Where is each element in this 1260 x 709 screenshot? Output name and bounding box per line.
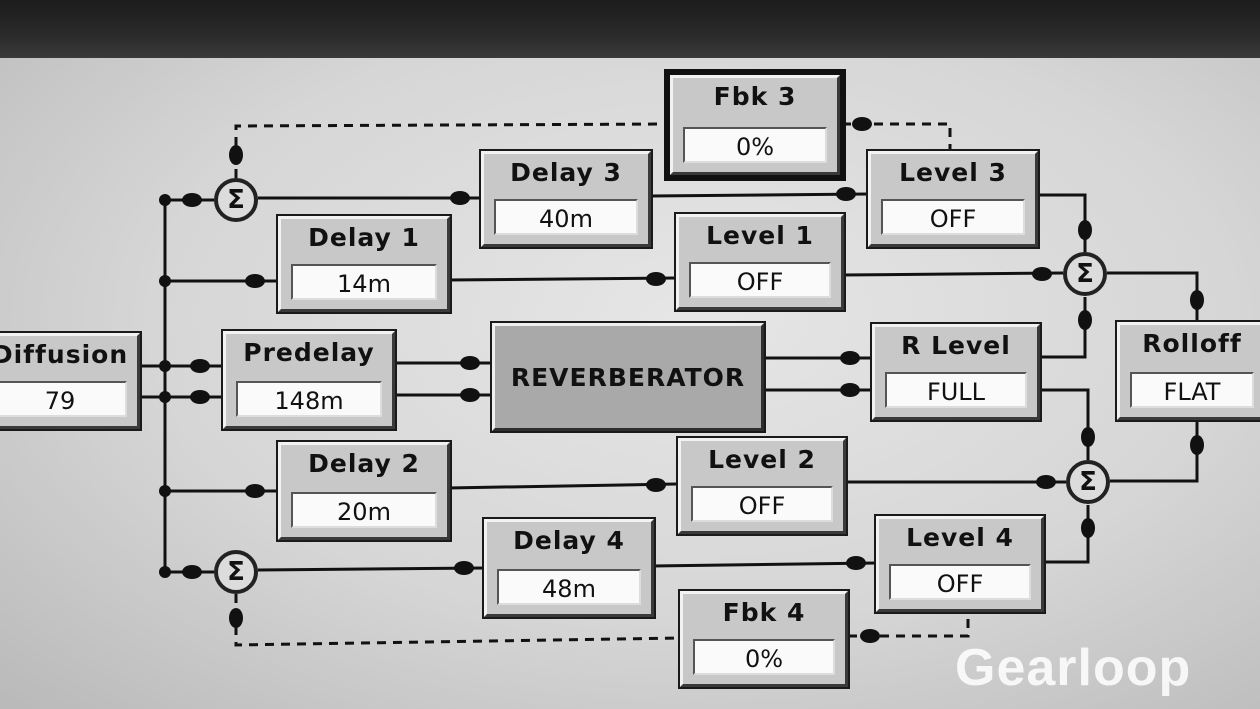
delay-3-title: Delay 3 xyxy=(510,158,622,187)
delay-2-value[interactable]: 20m xyxy=(291,492,437,528)
delay-1-block[interactable]: Delay 1 14m xyxy=(276,214,452,314)
level-1-value[interactable]: OFF xyxy=(689,262,831,298)
feedback-3-block[interactable]: Fbk 3 0% xyxy=(664,69,846,181)
level-3-title: Level 3 xyxy=(899,158,1007,187)
sum-node-lower-mix: Σ xyxy=(1066,460,1110,504)
r-level-block[interactable]: R Level FULL xyxy=(870,322,1042,422)
diffusion-value[interactable]: 79 xyxy=(0,381,127,417)
sum-node-feedback-3: Σ xyxy=(214,178,258,222)
level-3-value[interactable]: OFF xyxy=(881,199,1025,235)
rolloff-title: Rolloff xyxy=(1142,329,1242,358)
delay-3-value[interactable]: 40m xyxy=(494,199,638,235)
level-2-value[interactable]: OFF xyxy=(691,486,833,522)
level-3-block[interactable]: Level 3 OFF xyxy=(866,149,1040,249)
delay-2-block[interactable]: Delay 2 20m xyxy=(276,440,452,542)
level-2-block[interactable]: Level 2 OFF xyxy=(676,436,848,536)
delay-3-block[interactable]: Delay 3 40m xyxy=(479,149,653,249)
delay-4-title: Delay 4 xyxy=(513,526,625,555)
level-1-title: Level 1 xyxy=(706,221,814,250)
feedback-4-value[interactable]: 0% xyxy=(693,639,835,675)
r-level-title: R Level xyxy=(901,331,1011,360)
sum-node-upper-mix: Σ xyxy=(1063,252,1107,296)
watermark-logo: Gearloop xyxy=(955,639,1192,697)
sigma-icon: Σ xyxy=(227,557,245,587)
level-2-title: Level 2 xyxy=(708,445,816,474)
sum-node-feedback-4: Σ xyxy=(214,550,258,594)
delay-1-value[interactable]: 14m xyxy=(291,264,437,300)
delay-1-title: Delay 1 xyxy=(308,223,420,252)
reverberator-label: REVERBERATOR xyxy=(510,362,746,392)
feedback-4-block[interactable]: Fbk 4 0% xyxy=(678,589,850,689)
rolloff-value[interactable]: FLAT xyxy=(1130,372,1254,408)
delay-4-value[interactable]: 48m xyxy=(497,569,641,605)
r-level-value[interactable]: FULL xyxy=(885,372,1027,408)
delay-2-title: Delay 2 xyxy=(308,449,420,478)
predelay-value[interactable]: 148m xyxy=(236,381,382,417)
diffusion-block[interactable]: Diffusion 79 xyxy=(0,331,142,431)
feedback-3-value[interactable]: 0% xyxy=(683,127,827,163)
screen-bezel xyxy=(0,0,1260,58)
sigma-icon: Σ xyxy=(227,185,245,215)
delay-4-block[interactable]: Delay 4 48m xyxy=(482,517,656,619)
predelay-title: Predelay xyxy=(243,338,375,367)
sigma-icon: Σ xyxy=(1079,467,1097,497)
reverberator-block[interactable]: REVERBERATOR xyxy=(490,321,766,433)
level-1-block[interactable]: Level 1 OFF xyxy=(674,212,846,312)
rolloff-block[interactable]: Rolloff FLAT xyxy=(1115,320,1260,422)
level-4-block[interactable]: Level 4 OFF xyxy=(874,514,1046,614)
level-4-title: Level 4 xyxy=(906,523,1014,552)
feedback-3-title: Fbk 3 xyxy=(713,82,797,111)
predelay-block[interactable]: Predelay 148m xyxy=(221,329,397,431)
diffusion-title: Diffusion xyxy=(0,340,129,369)
level-4-value[interactable]: OFF xyxy=(889,564,1031,600)
sigma-icon: Σ xyxy=(1076,259,1094,289)
feedback-4-title: Fbk 4 xyxy=(722,598,806,627)
